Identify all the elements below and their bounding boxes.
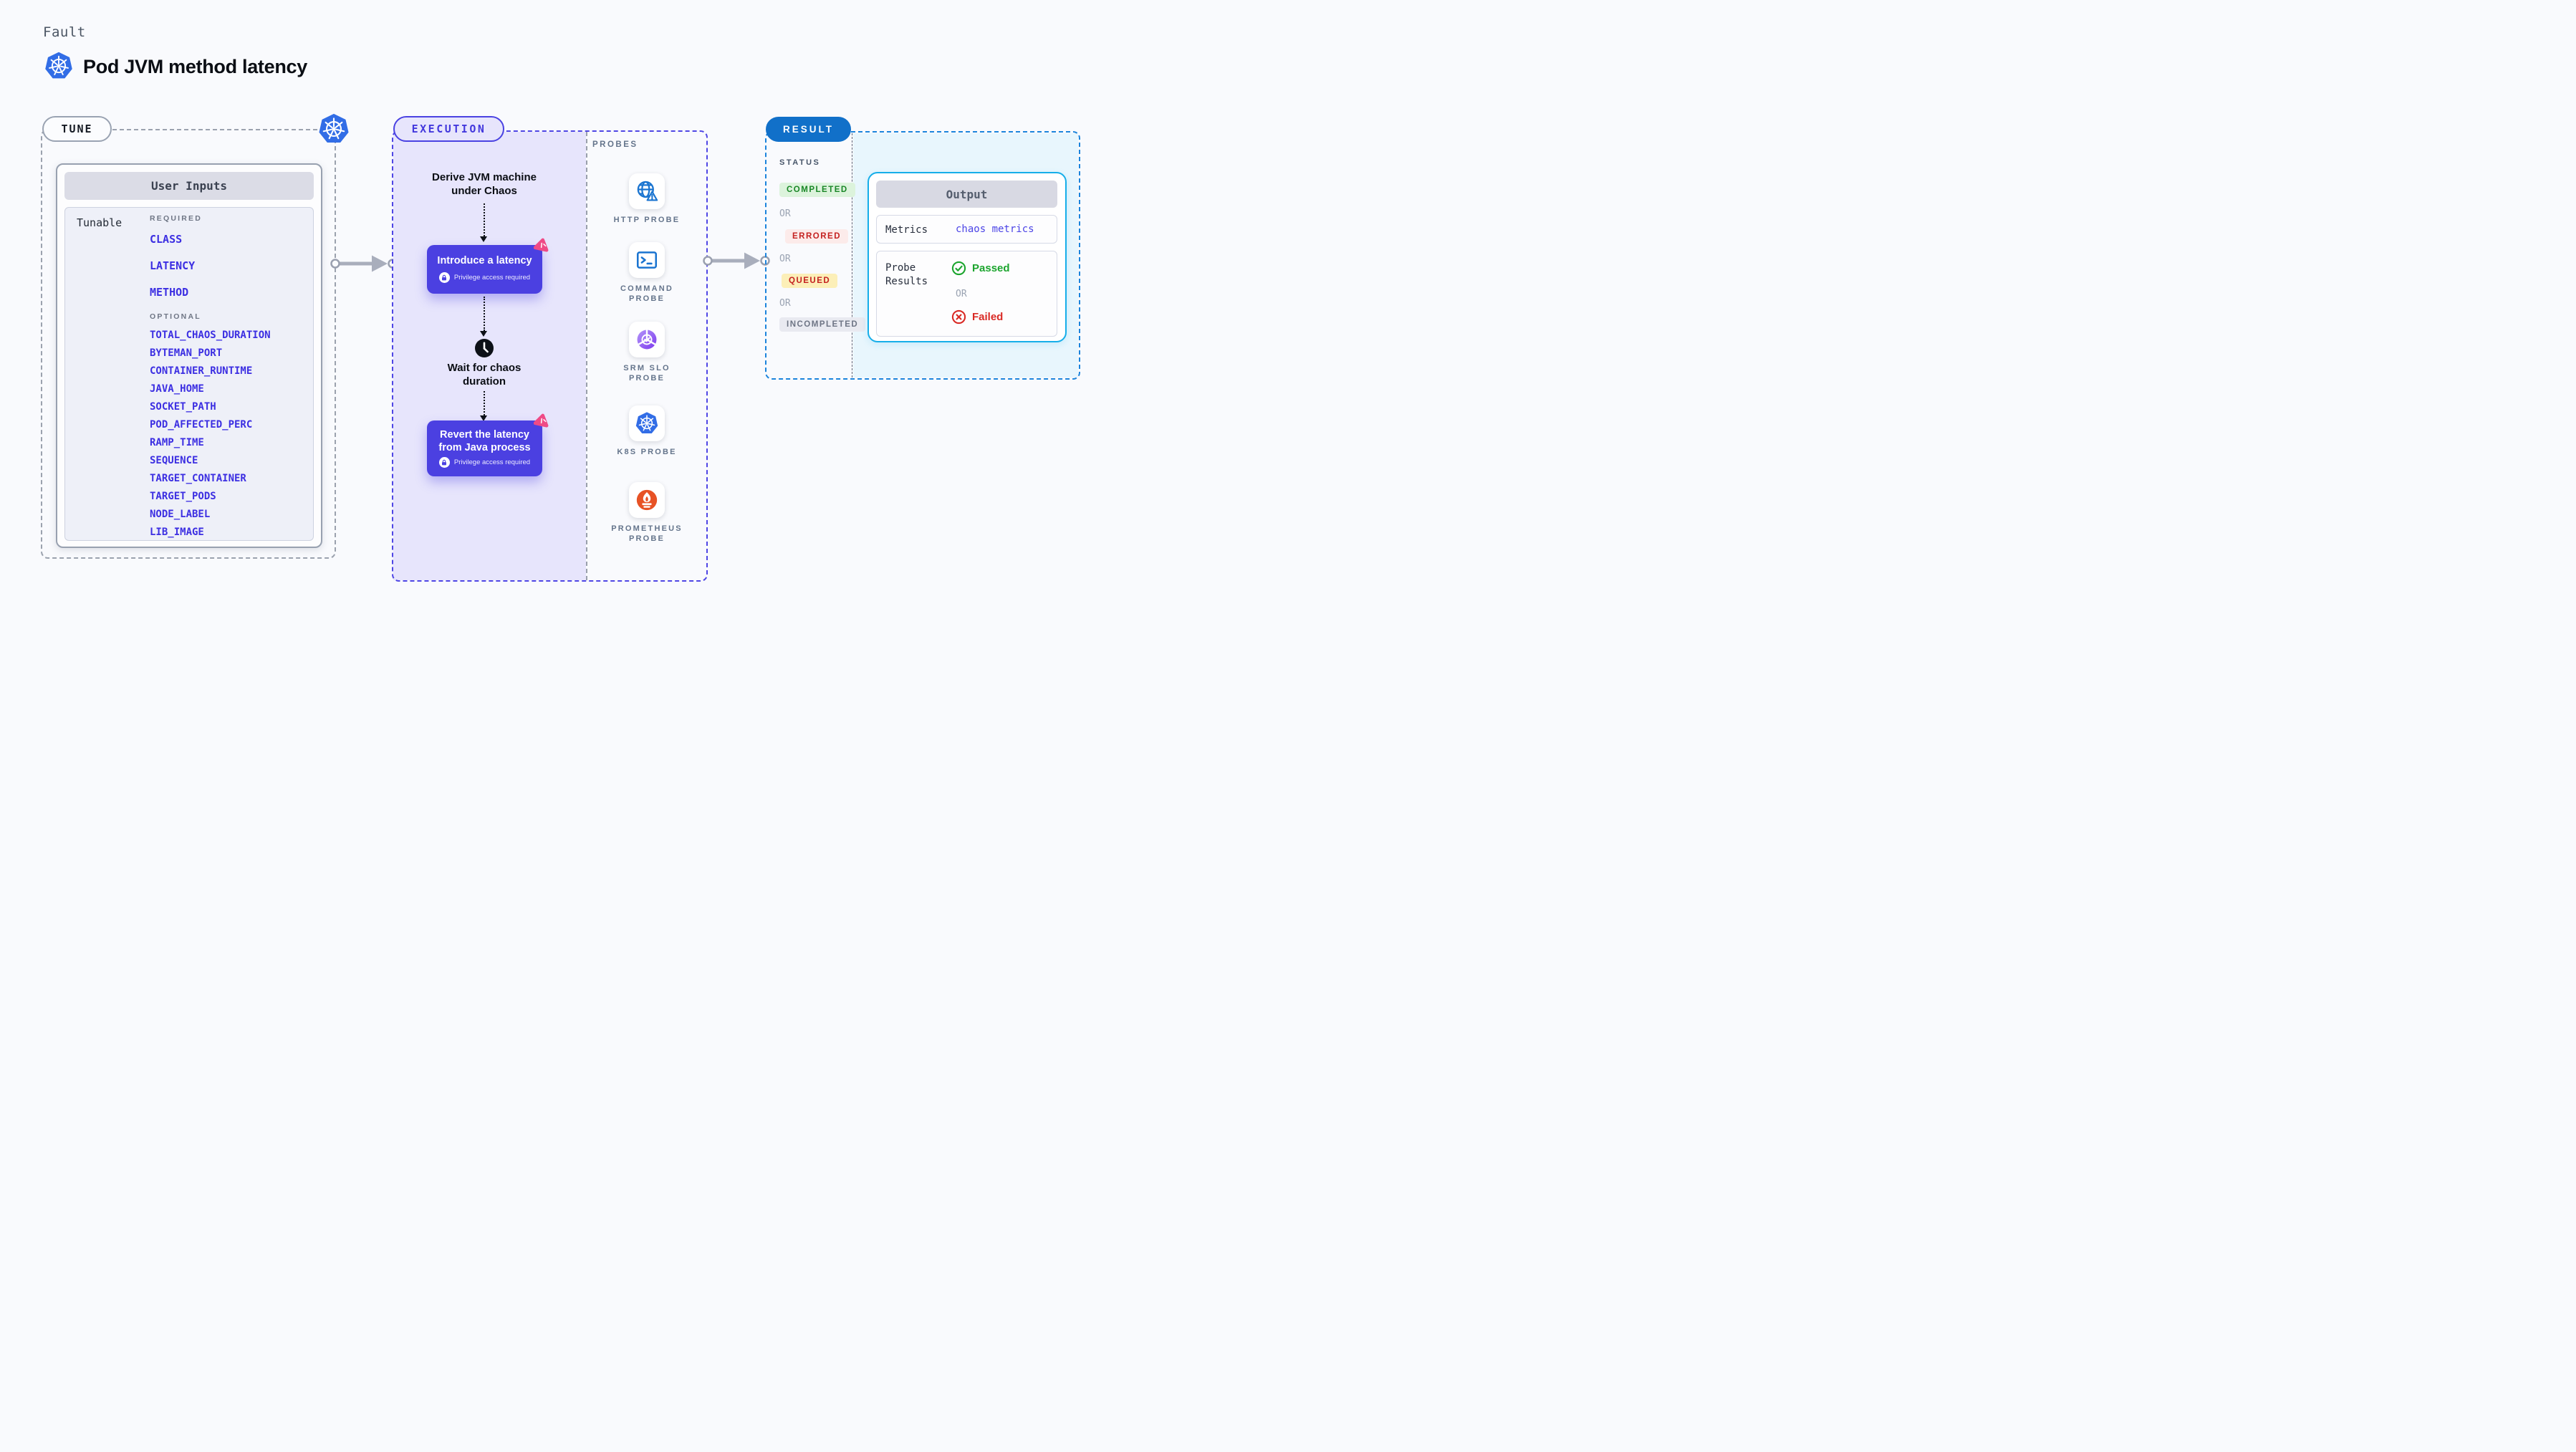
x-circle-icon [951, 309, 966, 324]
output-card: Output Metrics chaos metrics Probe Resul… [868, 172, 1067, 342]
user-inputs-list: Tunable REQUIRED CLASS LATENCY METHOD OP… [64, 207, 314, 541]
env-var-column: REQUIRED CLASS LATENCY METHOD OPTIONAL T… [150, 214, 271, 544]
execution-probes-divider [586, 132, 587, 580]
fault-eyebrow: Fault [43, 24, 86, 40]
globe-alert-icon [635, 179, 659, 203]
env-var-link[interactable]: SOCKET_PATH [150, 401, 216, 413]
env-var-link[interactable]: TOTAL_CHAOS_DURATION [150, 330, 271, 341]
probe-results-row: Probe Results Passed OR Failed [876, 251, 1057, 337]
privilege-note-label: Privilege access required [453, 458, 531, 466]
command-probe-tile [629, 242, 665, 278]
env-var-link[interactable]: TARGET_PODS [150, 491, 216, 502]
env-var-link[interactable]: CLASS [150, 233, 183, 246]
result-badge: RESULT [766, 117, 851, 142]
tunable-label: Tunable [77, 216, 122, 229]
execution-badge: EXECUTION [393, 116, 504, 142]
probe-label: COMMAND PROBE [620, 284, 674, 303]
privilege-note: Privilege access required [427, 272, 542, 283]
execution-to-result-arrow [703, 251, 770, 270]
execution-section-border [392, 130, 708, 582]
check-circle-icon [951, 261, 966, 276]
derive-step-label: Derive JVM machine under Chaos [432, 171, 537, 197]
http-probe-tile [629, 173, 665, 209]
probe-label: K8S PROBE [617, 448, 677, 456]
required-section-label: REQUIRED [150, 214, 203, 223]
env-var-link[interactable]: POD_AFFECTED_PERC [150, 419, 253, 431]
status-badge: ERRORED [785, 229, 849, 244]
lock-icon [438, 457, 450, 468]
env-var-link[interactable]: NODE_LABEL [150, 509, 211, 520]
env-var-link[interactable]: SEQUENCE [150, 455, 198, 466]
srm-slo-probe-tile [629, 322, 665, 357]
output-title: Output [946, 187, 988, 201]
k8s-probe-tile [629, 405, 665, 441]
metrics-row: Metrics chaos metrics [876, 215, 1057, 244]
metrics-label: Metrics [885, 224, 928, 236]
or-label: OR [779, 254, 791, 264]
tune-badge: TUNE [42, 116, 112, 142]
introduce-latency-title: Introduce a latency [437, 255, 532, 266]
litmus-chaos-icon [534, 238, 549, 254]
revert-latency-title: Revert the latency from Java process [438, 429, 531, 453]
or-label: OR [779, 298, 791, 309]
env-var-link[interactable]: JAVA_HOME [150, 383, 204, 395]
kubernetes-icon [635, 411, 659, 436]
failed-label: Failed [972, 311, 1004, 323]
env-var-link[interactable]: BYTEMAN_PORT [150, 347, 223, 359]
tune-badge-label: TUNE [61, 122, 93, 135]
wait-step-label: Wait for chaos duration [447, 362, 522, 388]
introduce-latency-card: Introduce a latency Privilege access req… [427, 245, 542, 294]
status-badge: COMPLETED [779, 183, 855, 197]
kubernetes-icon [44, 51, 74, 81]
tune-section-border [41, 129, 336, 559]
prometheus-icon [635, 488, 659, 512]
env-var-link[interactable]: LIB_IMAGE [150, 527, 204, 538]
probes-title: PROBES [592, 140, 638, 149]
probe-label: HTTP PROBE [613, 216, 681, 224]
probe-results-label: Probe Results [885, 262, 928, 287]
privilege-note-label: Privilege access required [453, 274, 531, 282]
result-section-border [765, 131, 1080, 380]
lock-icon [438, 272, 450, 283]
tune-to-execution-arrow [330, 254, 398, 273]
user-inputs-header: User Inputs [64, 172, 314, 200]
status-badge: INCOMPLETED [779, 317, 866, 332]
page-title: Pod JVM method latency [83, 56, 307, 77]
or-label: OR [779, 208, 791, 219]
optional-section-label: OPTIONAL [150, 312, 201, 321]
execution-badge-label: EXECUTION [411, 122, 486, 135]
prometheus-probe-tile [629, 482, 665, 518]
metrics-value[interactable]: chaos metrics [956, 223, 1034, 235]
env-var-link[interactable]: RAMP_TIME [150, 437, 204, 448]
env-var-link[interactable]: LATENCY [150, 259, 196, 272]
env-var-link[interactable]: TARGET_CONTAINER [150, 473, 246, 484]
terminal-icon [635, 248, 659, 272]
flow-connector [480, 297, 488, 337]
failed-row: Failed [951, 309, 1003, 324]
output-header: Output [876, 181, 1057, 208]
or-label: OR [956, 289, 967, 299]
status-label: STATUS [779, 158, 821, 167]
execution-fill [393, 132, 586, 580]
kubernetes-icon [317, 112, 350, 145]
result-badge-label: RESULT [783, 124, 834, 135]
passed-row: Passed [951, 261, 1010, 276]
user-inputs-title: User Inputs [151, 179, 227, 193]
probe-label: SRM SLO PROBE [623, 364, 671, 383]
diagram-canvas: Fault Pod JVM method latency TUNE User I… [0, 0, 1123, 633]
clock-icon [474, 338, 494, 358]
env-var-link[interactable]: METHOD [150, 286, 189, 299]
flow-connector [480, 203, 488, 242]
privilege-note: Privilege access required [427, 457, 542, 468]
env-var-link[interactable]: CONTAINER_RUNTIME [150, 365, 253, 377]
user-inputs-card: User Inputs Tunable REQUIRED CLASS LATEN… [56, 163, 322, 548]
flow-connector [480, 391, 488, 421]
passed-label: Passed [972, 262, 1010, 274]
probe-label: PROMETHEUS PROBE [611, 524, 683, 543]
litmus-chaos-icon [534, 413, 549, 429]
status-badge: QUEUED [782, 274, 838, 288]
revert-latency-card: Revert the latency from Java process Pri… [427, 420, 542, 476]
slo-donut-icon [635, 327, 659, 352]
